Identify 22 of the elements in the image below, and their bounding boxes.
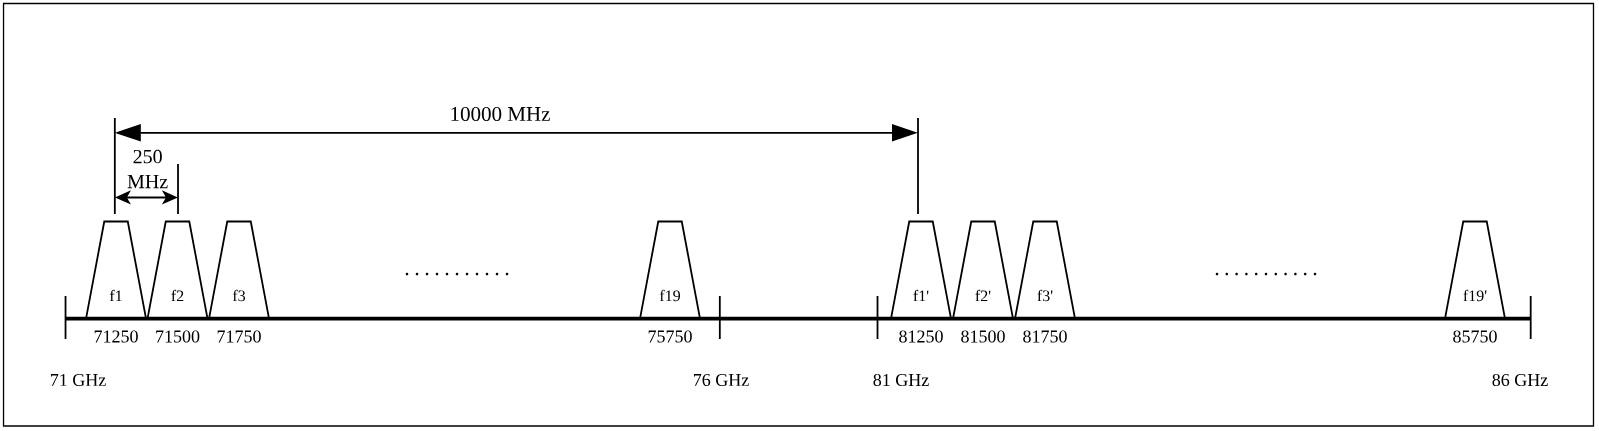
dimension-label: 10000 MHz: [451, 106, 550, 122]
frequency-label: 81750: [1023, 330, 1067, 343]
frequency-label: 75750: [648, 330, 692, 343]
channel-trapezoid: f3: [208, 220, 270, 320]
channel-trapezoid: f2: [146, 220, 209, 320]
frequency-label: 71250: [94, 330, 138, 343]
dimension-label: 250 MHz: [127, 149, 168, 189]
channel-trapezoid: f2': [952, 220, 1014, 320]
frequency-label: 71 GHz: [50, 373, 106, 387]
frequency-label: 71750: [217, 330, 261, 343]
channel-trapezoid: f3': [1014, 220, 1076, 320]
frequency-label: 81250: [899, 330, 943, 343]
frequency-label: 81500: [961, 330, 1005, 343]
channel-trapezoid: f1: [85, 220, 147, 320]
channel-trapezoid: f19': [1444, 220, 1506, 320]
frequency-label: 86 GHz: [1492, 373, 1548, 387]
frequency-label: 76 GHz: [693, 373, 749, 387]
frequency-label: 85750: [1453, 330, 1497, 343]
frequency-label: 71500: [156, 330, 200, 343]
channel-trapezoid: f19: [639, 220, 701, 320]
frequency-label: 81 GHz: [873, 373, 929, 387]
channel-trapezoid: f1': [890, 220, 952, 320]
